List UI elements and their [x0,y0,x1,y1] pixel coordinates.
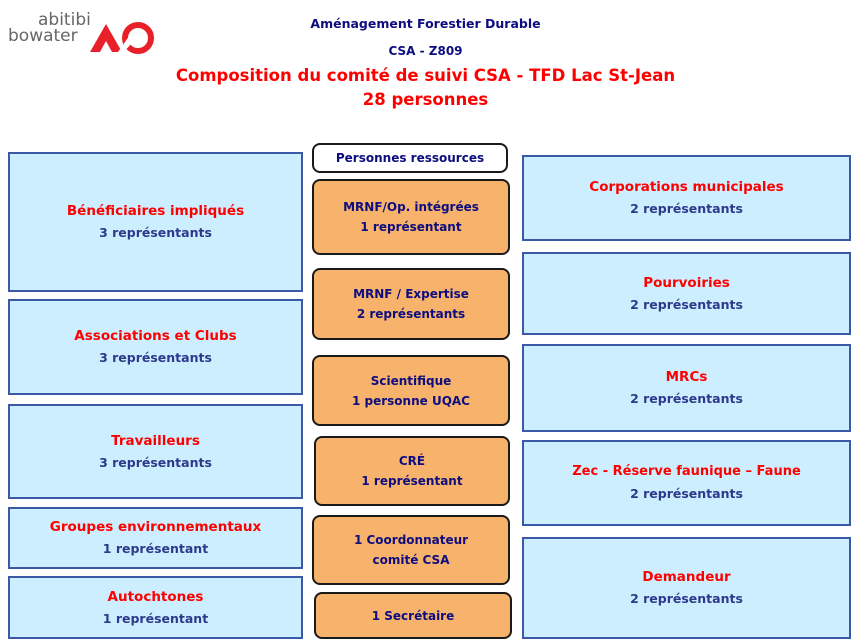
diagram-subtitle: 28 personnes [362,90,489,109]
box-title: Demandeur [642,569,731,585]
box-mrcs: MRCs 2 représentants [522,344,851,432]
box-cre: CRÉ 1 représentant [314,436,510,506]
box-secretaire: 1 Secrétaire [314,592,512,639]
logo-line-1: abitibi [38,10,91,30]
box-associations: Associations et Clubs 3 représentants [8,299,303,395]
box-title: Associations et Clubs [74,328,237,344]
box-line-2: 1 représentant [360,220,462,234]
box-count: 2 représentants [630,486,743,501]
box-line-1: CRÉ [398,454,426,468]
box-count: 2 représentants [630,591,743,606]
box-groupes-environnementaux: Groupes environnementaux 1 représentant [8,507,303,569]
box-count: 2 représentants [630,296,743,312]
box-personnes-ressources-header: Personnes ressources [312,143,508,173]
box-beneficiaires: Bénéficiaires impliqués 3 représentants [8,152,303,292]
box-title: Personnes ressources [335,151,485,165]
box-line-1: MRNF/Op. intégrées [343,200,479,214]
box-title: Pourvoiries [643,274,730,291]
box-mrnf-op-integrees: MRNF/Op. intégrées 1 représentant [312,179,510,255]
box-title: Groupes environnementaux [49,519,262,535]
box-line-2: 1 représentant [361,474,463,488]
box-title: Zec - Réserve faunique – Faune [572,464,801,479]
box-count: 3 représentants [99,225,212,240]
box-title: Autochtones [107,588,204,605]
box-travailleurs: Travailleurs 3 représentants [8,404,303,499]
header-line-1: Aménagement Forestier Durable [310,16,541,31]
header-line-2: CSA - Z809 [388,44,463,58]
box-count: 1 représentant [102,610,209,626]
box-title: Travailleurs [111,432,200,449]
box-count: 2 représentants [630,201,743,216]
box-title: Bénéficiaires impliqués [66,203,245,219]
box-line-2: 2 représentants [356,307,466,321]
box-demandeur: Demandeur 2 représentants [522,537,851,639]
abitibi-bowater-logo: abitibi bowater [8,10,168,54]
box-count: 3 représentants [99,350,212,365]
box-mrnf-expertise: MRNF / Expertise 2 représentants [312,268,510,340]
box-count: 2 représentants [630,391,743,406]
logo-line-2: bowater [8,26,78,46]
box-line-2: comité CSA [372,553,450,567]
box-count: 3 représentants [99,454,212,470]
box-line-2: 1 personne UQAC [351,393,470,408]
box-title: MRCs [665,369,708,385]
box-line-1: 1 Secrétaire [371,608,455,623]
box-line-1: Scientifique [370,373,452,388]
box-line-1: MRNF / Expertise [353,287,469,301]
box-autochtones: Autochtones 1 représentant [8,576,303,639]
diagram-title: Composition du comité de suivi CSA - TFD… [175,66,676,85]
box-line-1: 1 Coordonnateur [353,533,469,547]
box-title: Corporations municipales [589,179,784,195]
box-coordonnateur: 1 Coordonnateur comité CSA [312,515,510,585]
box-count: 1 représentant [102,541,209,556]
logo-mark-icon [90,22,154,54]
box-zec-reserve-faunique: Zec - Réserve faunique – Faune 2 représe… [522,440,851,526]
box-pourvoiries: Pourvoiries 2 représentants [522,252,851,335]
box-corporations-municipales: Corporations municipales 2 représentants [522,155,851,241]
box-scientifique: Scientifique 1 personne UQAC [312,355,510,426]
